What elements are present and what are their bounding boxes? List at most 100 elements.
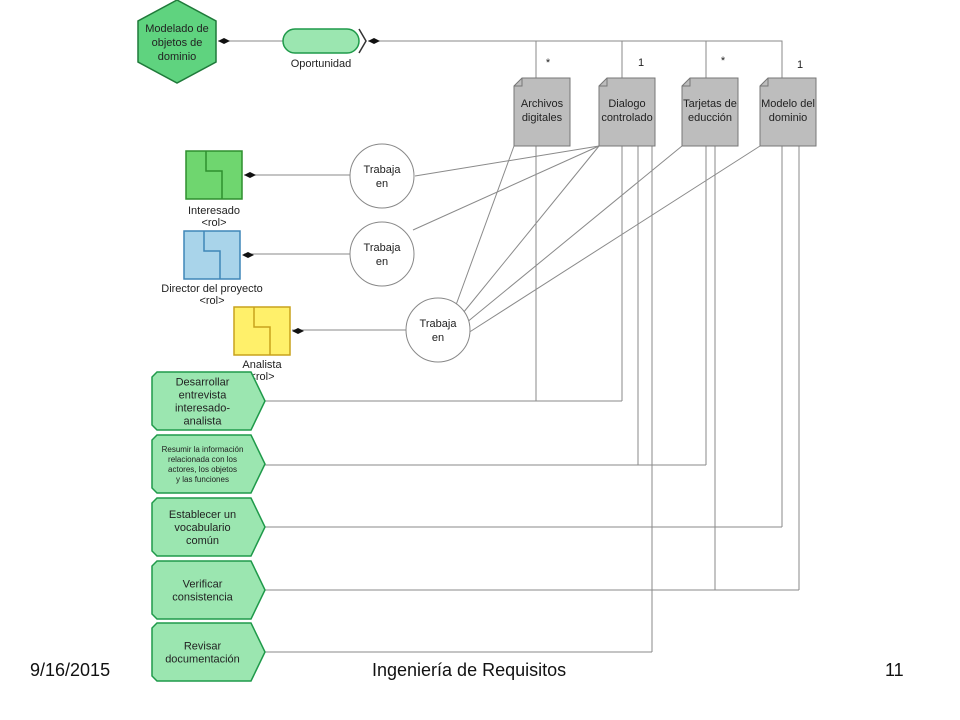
works-in-label-line: Trabaja [364,242,402,254]
document-fold [514,78,523,87]
work-product-document: Tarjetas de educción [681,77,739,147]
role-name-text: Analista [242,359,282,371]
domain-object-label-line: Modelado de [145,23,209,35]
work-product-label-line: Modelo del [761,98,815,110]
connector-circle2-dialogo [412,145,600,231]
activity-label-line: actores, los objetos [168,465,237,474]
activity-shape [151,371,266,431]
document-shape [513,77,571,147]
works-in-circle: Trabaja en [349,221,415,287]
activity-shape [151,497,266,557]
activity-label-line: analista [184,415,223,427]
activity-label-line: Verificar [183,578,223,590]
connector-circle3-modelo [467,145,761,334]
circle-shape [349,221,415,287]
footer-date: 9/16/2015 [30,660,111,680]
activity-shape [151,434,266,494]
role-name-text: Director del proyecto [161,283,263,295]
works-in-circle: Trabaja en [349,143,415,209]
role-stereotype: <rol> [249,371,274,383]
role-director-del-proyecto: Director del proyecto<rol> [161,230,263,307]
hexagon-shape [137,0,217,84]
activity-label-line: documentación [165,653,240,665]
work-product-label: Modelo del dominio [761,98,815,124]
document-shape [598,77,656,147]
works-in-label-line: en [376,178,388,190]
multiplicity-label: * [721,55,726,67]
work-product-label-line: Dialogo [608,98,645,110]
works-in-label-line: Trabaja [364,164,402,176]
role-box [185,150,243,200]
activity-label-line: común [186,535,219,547]
role-box [183,230,241,280]
work-product-label-line: dominio [769,112,808,124]
connector-lines [218,40,800,653]
activity-label-line: Establecer un [169,509,236,521]
role-puzzle-line [253,307,271,355]
work-product-label-line: Tarjetas de [683,98,737,110]
opportunity-node: Oportunidad [282,28,380,70]
connector-opportunity-top [368,40,783,93]
works-in-label: Trabaja en [364,242,402,268]
role-interesado: Interesado<rol> [185,150,256,229]
work-product-document: Dialogo controlado [598,77,656,147]
work-product-label: Archivos digitales [521,98,564,124]
role-puzzle-line [205,151,223,199]
work-product-label-line: educción [688,112,732,124]
work-product-label-line: controlado [601,112,652,124]
activity-label-line: interesado- [175,402,230,414]
connector-circle1-dialogo [414,145,600,177]
works-in-label: Trabaja en [364,164,402,190]
work-product-label-line: digitales [522,112,563,124]
role-box [233,306,291,356]
role-diamond [244,172,256,178]
role-name: Interesado<rol> [188,205,240,229]
circle-shape [405,297,471,363]
activity-label-line: entrevista [179,389,228,401]
works-in-label-line: en [432,332,444,344]
role-name: Director del proyecto<rol> [161,283,263,307]
activity-label-line: Resumir la información [162,445,244,454]
activity-label-line: relacionada con los [168,455,237,464]
work-product-document: Archivos digitales [513,77,571,147]
work-product-document: Modelo del dominio [759,77,817,147]
diagram-shapes: Modelado de objetos de dominio Oportunidad *… [137,0,817,682]
opportunity-shape [282,28,360,54]
multiplicity-label: 1 [638,57,644,69]
role-stereotype: <rol> [199,295,224,307]
document-fold [599,78,608,87]
work-product-label-line: Archivos [521,98,564,110]
multiplicity-label: * [546,57,551,69]
role-diamond [292,328,304,334]
domain-object-label-line: objetos de [152,37,203,49]
opportunity-arrow [358,28,367,54]
works-in-label-line: en [376,256,388,268]
activity-label-line: vocabulario [174,522,230,534]
activity-label-line: y las funciones [176,475,229,484]
role-name: Analista<rol> [242,359,282,383]
footer-title: Ingeniería de Requisitos [372,660,567,680]
opportunity-diamond [368,38,380,44]
document-fold [682,78,691,87]
footer-page-number: 11 [885,660,904,680]
activity-label-line: Revisar [184,640,222,652]
connector-circle3-tarjetas [465,145,683,324]
multiplicity-label: 1 [797,59,803,71]
opportunity-label: Oportunidad [291,58,352,70]
role-puzzle-line [203,231,221,279]
document-shape [759,77,817,147]
activity-label-line: Desarrollar [176,376,230,388]
role-diamond [242,252,254,258]
